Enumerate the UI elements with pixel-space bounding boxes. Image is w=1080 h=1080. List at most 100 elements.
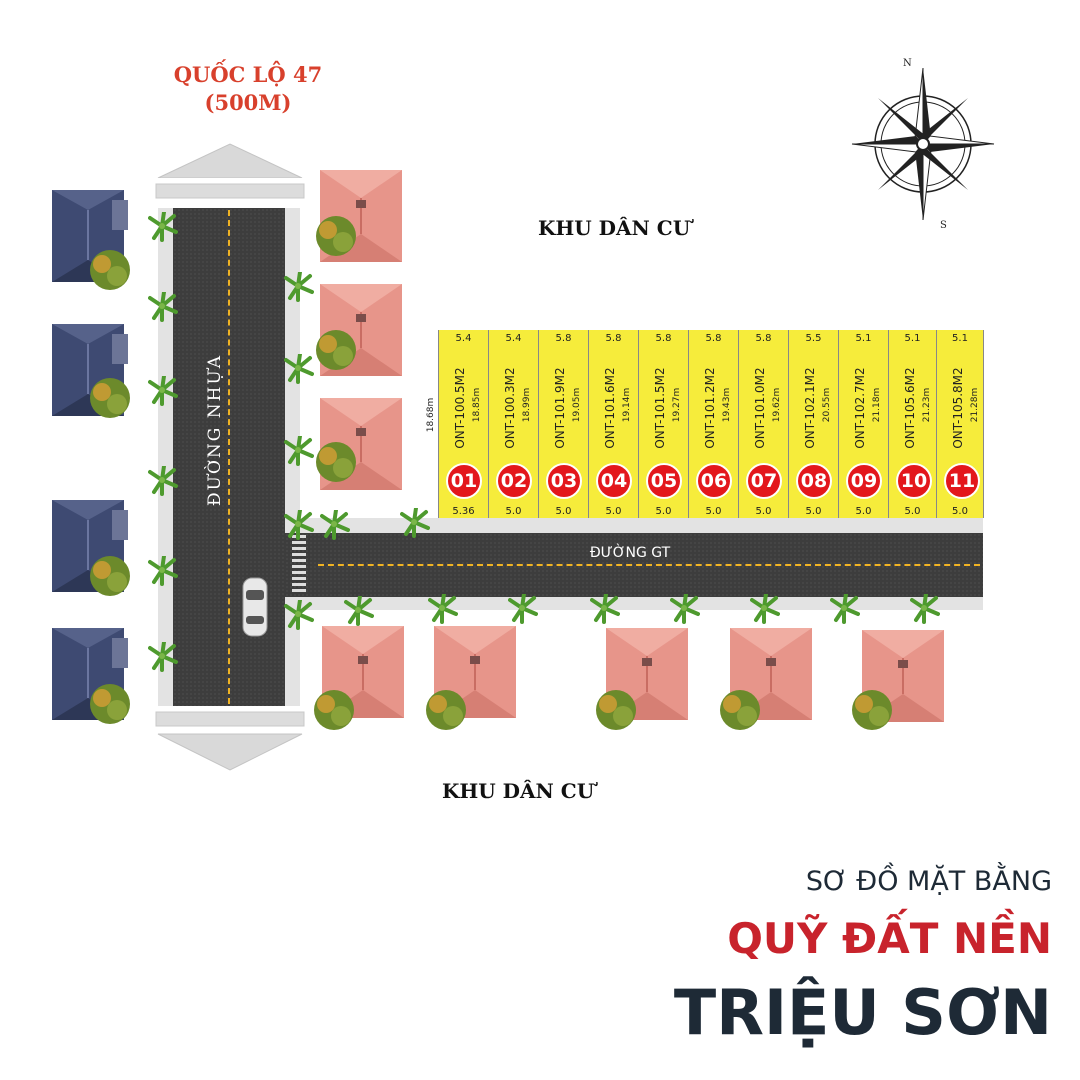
main-road-label: ĐƯỜNG NHỰA	[205, 353, 225, 507]
lot-front-width: 5.5	[805, 333, 822, 344]
palm-tree-icon	[284, 272, 314, 302]
title-project-type: QUỸ ĐẤT NỀN	[727, 914, 1052, 963]
lot-front-width: 5.1	[904, 333, 921, 344]
palm-tree-icon	[750, 594, 780, 624]
lot-11[interactable]: 5.1 ONT-105.8M2 21.28m 11 5.0	[936, 330, 984, 518]
lot-06[interactable]: 5.8 ONT-101.2M2 19.43m 06 5.0	[688, 330, 738, 518]
lot-rear-width: 5.0	[605, 506, 622, 517]
lot-depth-box: 21.18m	[871, 350, 883, 460]
palm-tree-icon	[148, 466, 178, 496]
palm-tree-icon	[148, 376, 178, 406]
palm-tree-icon	[284, 600, 314, 630]
lot-code: ONT-101.5M2	[653, 367, 667, 449]
palm-tree-icon	[284, 436, 314, 466]
tree-icon	[596, 690, 636, 730]
palm-tree-icon	[148, 212, 178, 242]
lot-rear-width: 5.0	[555, 506, 572, 517]
palm-tree-icon	[830, 594, 860, 624]
lot-front-width: 5.1	[952, 333, 968, 344]
lot-depth-box: 19.62m	[771, 350, 783, 460]
tree-icon	[90, 378, 130, 418]
lot-01[interactable]: 5.4 ONT-100.5M2 18.85m 01 5.36	[438, 330, 488, 518]
lot-number-badge: 08	[796, 463, 832, 499]
lot-code-box: ONT-102.7M2	[853, 348, 867, 468]
lot-code-box: ONT-101.6M2	[603, 348, 617, 468]
title-location: TRIỆU SƠN	[673, 976, 1052, 1049]
lot-08[interactable]: 5.5 ONT-102.1M2 20.55m 08 5.0	[788, 330, 838, 518]
lot-rear-width: 5.0	[855, 506, 872, 517]
lot-depth-box: 19.27m	[671, 350, 683, 460]
lot-depth-box: 21.28m	[969, 350, 981, 460]
lot-front-width: 5.8	[705, 333, 722, 344]
lot-02[interactable]: 5.4 ONT-100.3M2 18.99m 02 5.0	[488, 330, 538, 518]
lot-number-badge: 05	[646, 463, 682, 499]
lot-10[interactable]: 5.1 ONT-105.6M2 21.23m 10 5.0	[888, 330, 936, 518]
lot-depth: 20.55m	[822, 387, 832, 423]
lot-code: ONT-101.2M2	[703, 367, 717, 449]
lot-front-width: 5.8	[555, 333, 572, 344]
side-road-centerline	[318, 564, 980, 566]
lot-depth: 18.85m	[472, 387, 482, 423]
lot-rear-width: 5.0	[655, 506, 672, 517]
lot-depth: 19.43m	[722, 387, 732, 423]
lot-04[interactable]: 5.8 ONT-101.6M2 19.14m 04 5.0	[588, 330, 638, 518]
lot-07[interactable]: 5.8 ONT-101.0M2 19.62m 07 5.0	[738, 330, 788, 518]
lot-code-box: ONT-105.6M2	[903, 348, 917, 468]
lot-depth: 21.18m	[872, 387, 882, 423]
lot-05[interactable]: 5.8 ONT-101.5M2 19.27m 05 5.0	[638, 330, 688, 518]
lot-number-badge: 07	[746, 463, 782, 499]
lot-01-left-depth: 18.68m	[424, 360, 438, 470]
lot-left-depth-label: 18.68m	[426, 397, 436, 433]
lot-number-badge: 09	[846, 463, 882, 499]
lot-09[interactable]: 5.1 ONT-102.7M2 21.18m 09 5.0	[838, 330, 888, 518]
palm-tree-icon	[284, 354, 314, 384]
palm-tree-icon	[428, 594, 458, 624]
side-road-label: ĐƯỜNG GT	[589, 545, 671, 561]
tree-icon	[316, 442, 356, 482]
lot-number-badge: 03	[546, 463, 582, 499]
lot-code-box: ONT-100.3M2	[503, 348, 517, 468]
compass-south-label: S	[940, 220, 947, 230]
lot-code-box: ONT-105.8M2	[951, 348, 965, 468]
lot-front-width: 5.8	[755, 333, 772, 344]
arrow-up-icon	[155, 143, 305, 199]
arrow-down-icon	[155, 711, 305, 771]
lot-03[interactable]: 5.8 ONT-101.9M2 19.05m 03 5.0	[538, 330, 588, 518]
lot-depth: 19.05m	[572, 387, 582, 423]
lot-number-badge: 01	[446, 463, 482, 499]
tree-icon	[90, 684, 130, 724]
palm-tree-icon	[400, 508, 430, 538]
lot-front-width: 5.8	[605, 333, 622, 344]
lot-front-width: 5.4	[505, 333, 522, 344]
lot-rear-width: 5.0	[904, 506, 921, 517]
lot-rear-width: 5.0	[755, 506, 772, 517]
lot-number-badge: 10	[896, 463, 932, 499]
compass-north-label: N	[903, 58, 912, 69]
car-icon	[242, 577, 268, 637]
tree-icon	[426, 690, 466, 730]
lot-rear-width: 5.0	[505, 506, 522, 517]
tree-icon	[314, 690, 354, 730]
tree-icon	[90, 250, 130, 290]
compass-rose-icon: N S	[851, 58, 995, 230]
lot-code: ONT-101.9M2	[553, 367, 567, 449]
lot-code-box: ONT-101.2M2	[703, 348, 717, 468]
palm-tree-icon	[320, 510, 350, 540]
lot-code-box: ONT-102.1M2	[803, 348, 817, 468]
tree-icon	[316, 216, 356, 256]
lot-depth-box: 18.85m	[471, 350, 483, 460]
lot-front-width: 5.4	[455, 333, 472, 344]
palm-tree-icon	[590, 594, 620, 624]
lot-code: ONT-105.8M2	[951, 367, 965, 449]
lot-depth: 19.27m	[672, 387, 682, 423]
lot-number-badge: 04	[596, 463, 632, 499]
lot-depth: 21.23m	[922, 387, 932, 423]
lot-rear-width: 5.0	[705, 506, 722, 517]
lot-rear-width: 5.0	[805, 506, 822, 517]
lot-depth-box: 21.23m	[921, 350, 933, 460]
lot-code: ONT-102.7M2	[853, 367, 867, 449]
lot-code: ONT-101.0M2	[753, 367, 767, 449]
palm-tree-icon	[148, 556, 178, 586]
palm-tree-icon	[148, 292, 178, 322]
lot-code: ONT-100.5M2	[453, 367, 467, 449]
